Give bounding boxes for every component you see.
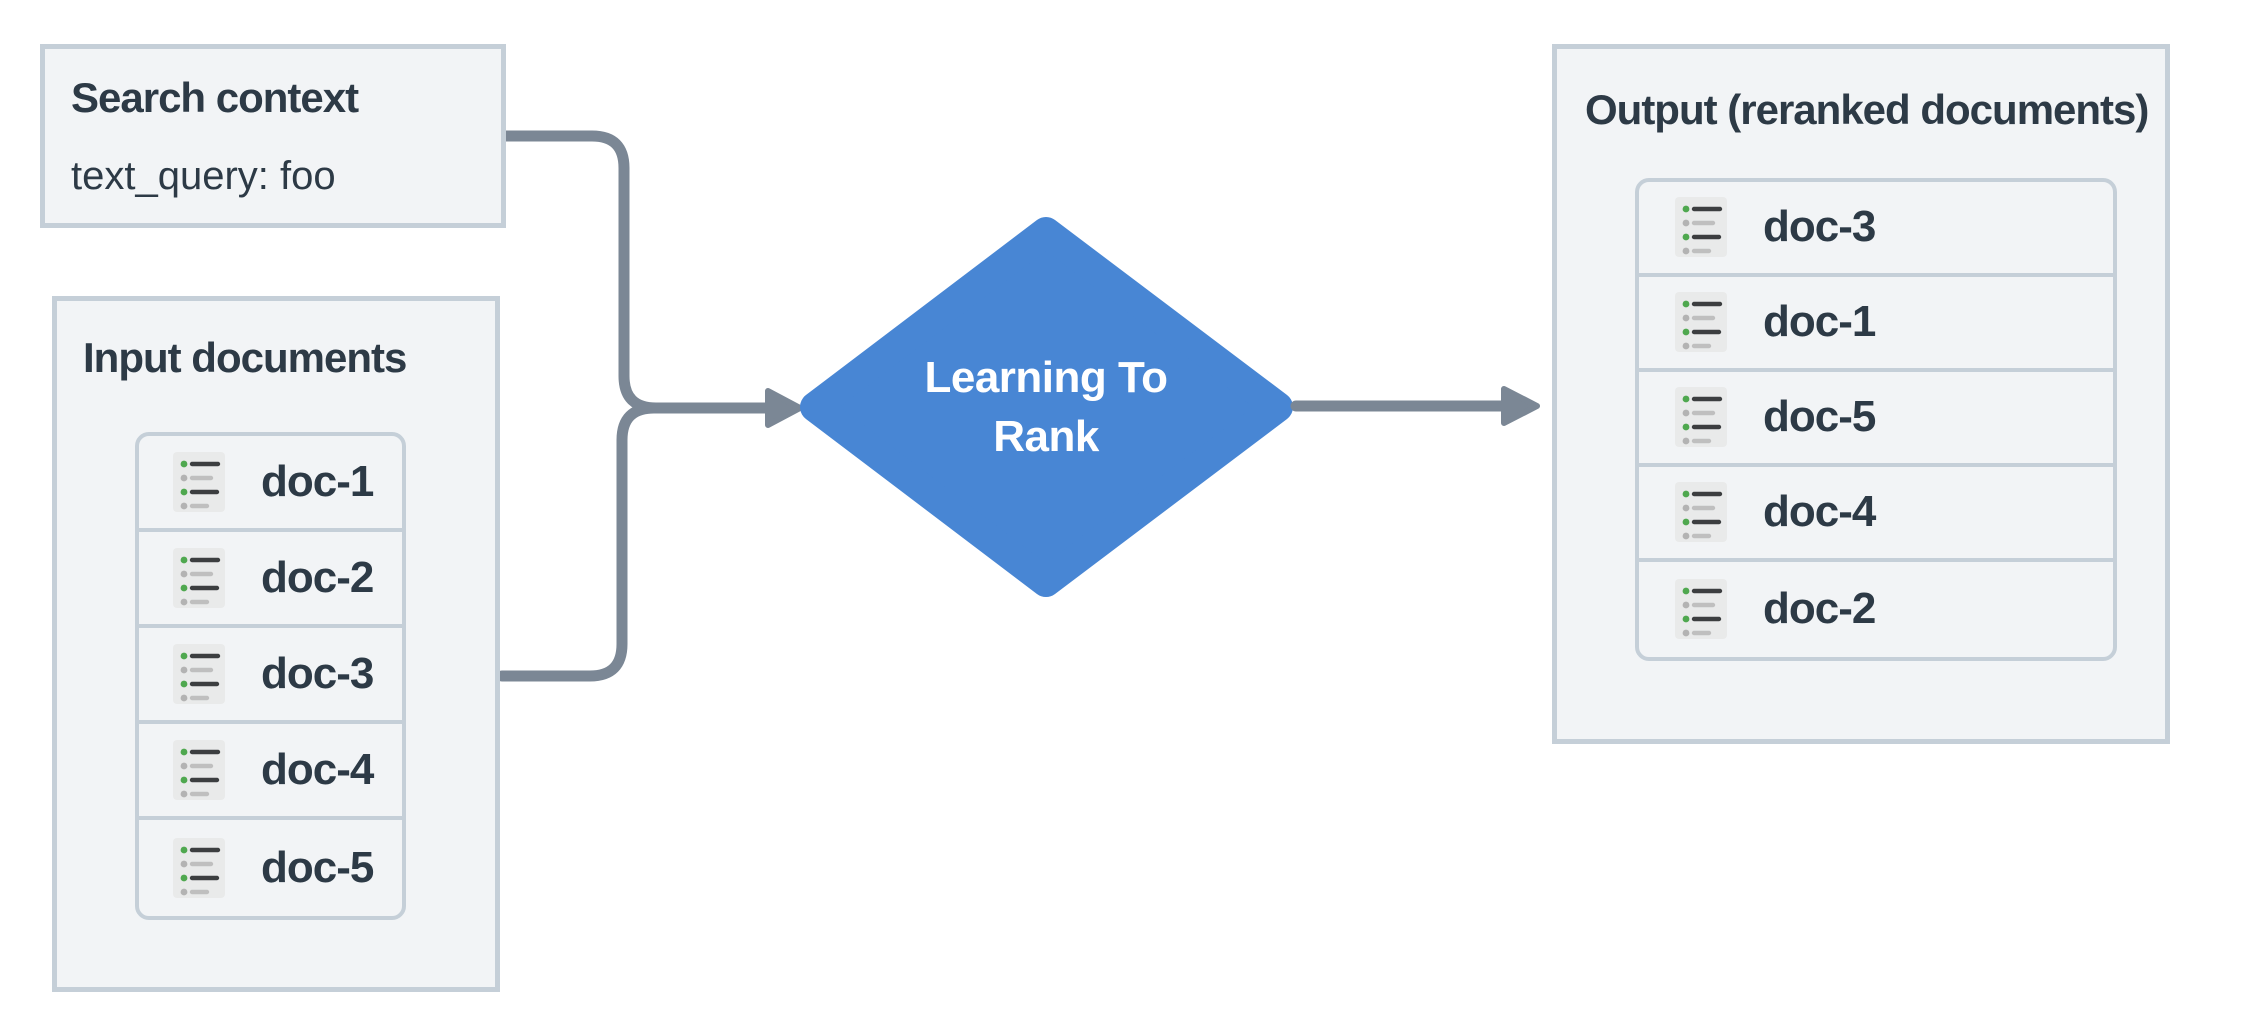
output-documents-title: Output (reranked documents) [1585,86,2149,133]
doc-label: doc-3 [261,648,374,698]
doc-label: doc-1 [1763,297,1876,347]
document-list-icon [173,838,225,898]
input-documents-panel: Input documents doc-1 doc-2 doc-3 doc-4 … [52,296,500,992]
document-list-icon [1675,579,1727,639]
doc-label: doc-5 [1763,392,1876,442]
search-query-text: text_query: foo [71,153,336,198]
doc-label: doc-4 [261,744,374,794]
ranker-diamond-shape [800,217,1293,597]
arrow-from-search-context [500,130,774,414]
arrowhead-into-ranker [765,388,803,428]
input-doc-row: doc-5 [139,820,402,916]
output-doc-row: doc-2 [1639,562,2113,657]
input-documents-title: Input documents [83,334,407,381]
document-list-icon [173,548,225,608]
output-documents-panel: Output (reranked documents) doc-3 doc-1 … [1552,44,2170,744]
output-doc-row: doc-1 [1639,277,2113,372]
input-doc-row: doc-3 [139,628,402,724]
input-doc-list: doc-1 doc-2 doc-3 doc-4 doc-5 [135,431,406,920]
document-list-icon [173,644,225,704]
input-doc-row: doc-1 [139,436,402,532]
output-doc-row: doc-5 [1639,372,2113,467]
input-doc-row: doc-2 [139,532,402,628]
doc-label: doc-4 [1763,487,1876,537]
ranker-label: Learning To Rank [924,352,1168,461]
output-doc-row: doc-3 [1639,182,2113,277]
doc-label: doc-2 [1763,584,1876,634]
document-list-icon [1675,292,1727,352]
arrow-from-input-documents [496,402,706,682]
arrowhead-into-output [1501,386,1540,426]
doc-label: doc-2 [261,552,374,602]
document-list-icon [1675,387,1727,447]
document-list-icon [1675,482,1727,542]
doc-label: doc-5 [261,842,374,892]
doc-label: doc-1 [261,456,374,506]
search-context-title: Search context [71,74,359,121]
output-doc-row: doc-4 [1639,467,2113,562]
output-doc-list: doc-3 doc-1 doc-5 doc-4 doc-2 [1635,177,2117,661]
document-list-icon [1675,197,1727,257]
doc-label: doc-3 [1763,202,1876,252]
search-context-panel: Search context text_query: foo [40,44,506,228]
document-list-icon [173,740,225,800]
document-list-icon [173,452,225,512]
input-doc-row: doc-4 [139,724,402,820]
